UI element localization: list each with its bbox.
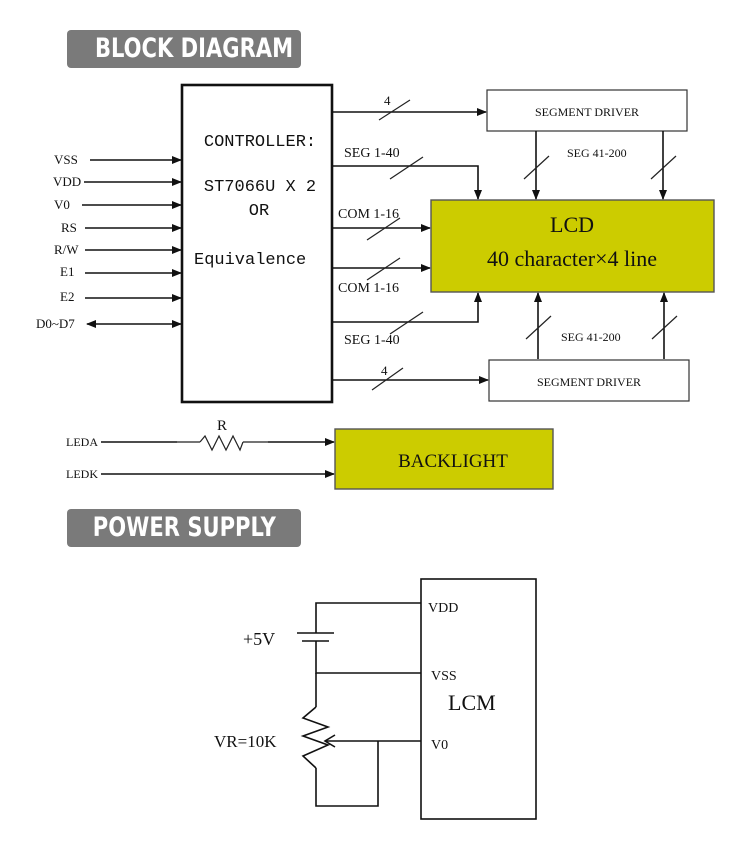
bus-slash — [525, 315, 552, 340]
pot-label: VR=10K — [214, 732, 277, 751]
vss-wire — [315, 641, 421, 674]
seg-1-40-top-wire — [333, 165, 482, 200]
pot-wiper-arrow-icon — [323, 734, 336, 748]
bus-slash — [366, 217, 401, 241]
signal-label-d0-d7: D0~D7 — [36, 316, 75, 331]
pin-label-vdd: VDD — [428, 601, 458, 616]
lcd-subtitle: 40 character×4 line — [487, 246, 657, 271]
backlight-block — [334, 428, 554, 490]
com-1-16-bottom-label: COM 1-16 — [338, 281, 399, 296]
potentiometer-icon — [300, 706, 331, 769]
bus-slash — [389, 156, 424, 180]
block-diagram-banner: BLOCK DIAGRAM — [67, 30, 301, 68]
backlight-label: BACKLIGHT — [398, 451, 508, 472]
bus-slash — [651, 315, 678, 340]
vdd-wire — [315, 602, 421, 633]
bus-slash — [378, 99, 411, 121]
input-signals: VSS VDD V0 RS R/W E1 E2 D0~D7 — [36, 152, 182, 331]
signal-label-vdd: VDD — [53, 174, 81, 189]
segment-driver-top — [486, 89, 688, 132]
lcm-block — [420, 578, 537, 820]
bus-width-bottom: 4 — [381, 363, 388, 378]
controller-block — [180, 83, 334, 404]
lcm-label: LCM — [448, 690, 496, 715]
com-1-16-top-label: COM 1-16 — [338, 207, 399, 222]
pin-label-v0: V0 — [431, 738, 448, 753]
controller-line-3: OR — [249, 202, 269, 221]
block-diagram-title: BLOCK DIAGRAM — [94, 33, 294, 64]
signal-label-vss: VSS — [54, 152, 78, 167]
bus-width-top: 4 — [384, 93, 391, 108]
lcd-block — [430, 199, 715, 293]
seg-1-40-bottom-label: SEG 1-40 — [344, 333, 400, 348]
signal-label-v0: V0 — [54, 197, 70, 212]
pot-bottom-wire — [315, 741, 379, 807]
segment-driver-top-label: SEGMENT DRIVER — [535, 105, 639, 119]
segment-driver-bottom-label: SEGMENT DRIVER — [537, 375, 641, 389]
segment-driver-bottom — [488, 359, 690, 402]
signal-label-rw: R/W — [54, 242, 79, 257]
seg-1-40-bottom-wire — [333, 292, 482, 323]
battery-label: +5V — [243, 629, 275, 649]
bus-slash — [389, 311, 424, 335]
seg-1-40-top-label: SEG 1-40 — [344, 146, 400, 161]
controller-line-4: Equivalence — [194, 251, 306, 270]
bus-slash — [366, 257, 401, 281]
leda-label: LEDA — [66, 435, 98, 449]
power-supply-title: POWER SUPPLY — [92, 512, 276, 543]
resistor-label: R — [217, 418, 227, 434]
lcd-title: LCD — [550, 212, 594, 237]
seg-41-200-top-label: SEG 41-200 — [567, 146, 627, 160]
bus-slash — [371, 367, 404, 391]
pin-label-vss: VSS — [431, 669, 457, 684]
controller-line-1: CONTROLLER: — [204, 133, 316, 152]
signal-label-e2: E2 — [60, 289, 74, 304]
ledk-label: LEDK — [66, 467, 98, 481]
bus-slash — [523, 155, 550, 180]
signal-label-e1: E1 — [60, 264, 74, 279]
power-supply-banner: POWER SUPPLY — [67, 509, 301, 547]
bus-slash — [650, 155, 677, 180]
signal-label-rs: RS — [61, 220, 77, 235]
seg-41-200-bottom-label: SEG 41-200 — [561, 330, 621, 344]
resistor-icon — [199, 434, 244, 452]
controller-line-2: ST7066U X 2 — [204, 178, 316, 197]
